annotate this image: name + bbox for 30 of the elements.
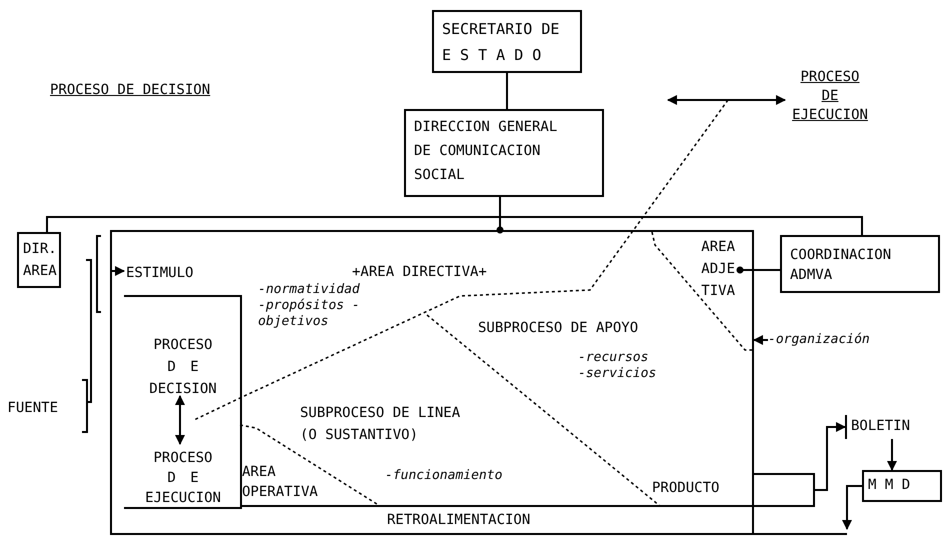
node-label: FUENTE bbox=[4, 398, 62, 418]
process-box: DIRECCION GENERAL DE COMUNICACION SOCIAL bbox=[404, 109, 604, 197]
area-box bbox=[124, 295, 242, 509]
area-label: SUBPROCESO DE LINEA (O SUSTANTIVO) bbox=[300, 404, 462, 445]
node-label: ESTIMULO bbox=[126, 264, 210, 282]
arrow bbox=[175, 395, 185, 445]
area-label: +AREA DIRECTIVA+ bbox=[352, 263, 487, 282]
list-text: -normatividad -propósitos -objetivos bbox=[258, 282, 361, 330]
arrow bbox=[753, 335, 768, 345]
area-label: AREA OPERATIVA bbox=[242, 463, 319, 502]
title: PROCESO DE DECISION bbox=[50, 81, 210, 100]
list-text: -funcionamiento bbox=[385, 467, 502, 485]
process-box: COORDINACION ADMVA bbox=[780, 235, 940, 293]
arrow bbox=[815, 422, 846, 491]
connector-line bbox=[46, 216, 863, 235]
heading-label: PROCESO DE EJECUCION bbox=[791, 68, 869, 125]
arrow bbox=[110, 266, 125, 276]
node-label: BOLETIN bbox=[845, 415, 917, 439]
list-text: -recursos -servicios bbox=[578, 350, 658, 382]
process-box: DIR. AREA bbox=[17, 232, 61, 288]
node-label: PROCESO D E EJECUCION bbox=[144, 448, 222, 508]
arrow bbox=[842, 485, 862, 530]
area-label: SUBPROCESO DE APOYO bbox=[478, 319, 638, 338]
process-box: M M D bbox=[862, 470, 942, 502]
process-box: SECRETARIO DE E S T A D O bbox=[432, 10, 582, 73]
node-label: AREA ADJE TIVA bbox=[694, 236, 742, 302]
arrow bbox=[887, 439, 897, 471]
connector-line bbox=[506, 73, 508, 109]
node-label: -organización bbox=[768, 330, 880, 350]
node-label: PROCESO D E DECISION bbox=[144, 334, 222, 400]
